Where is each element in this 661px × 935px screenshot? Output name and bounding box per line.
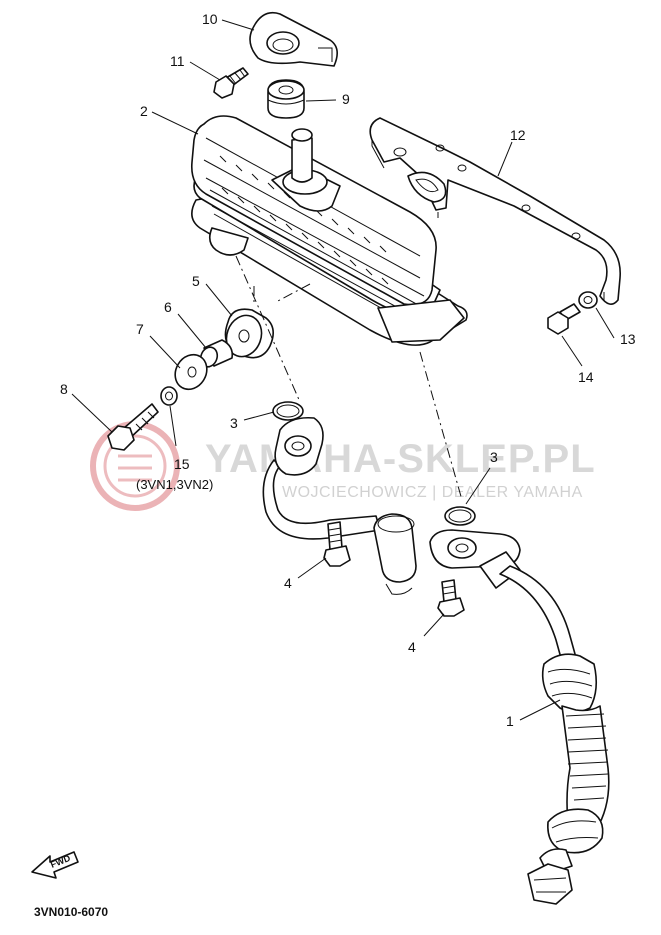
o-ring-part-3-upper [272, 401, 304, 421]
leader-lines [71, 19, 615, 721]
washer-part-13 [578, 291, 598, 309]
callout-6: 6 [164, 299, 172, 315]
grommet-part-9 [267, 79, 305, 119]
watermark-logo [90, 421, 180, 511]
oil-cooler-part-2 [190, 115, 468, 346]
model-applicability-note: (3VN1,3VN2) [136, 477, 213, 492]
callout-3-lower: 3 [490, 449, 498, 465]
callout-10: 10 [202, 11, 218, 27]
callout-11: 11 [170, 53, 185, 69]
callout-7: 7 [136, 321, 144, 337]
diagram-code: 3VN010-6070 [34, 905, 108, 919]
washer-part-7 [174, 353, 208, 391]
oil-hose-part-1 [429, 529, 610, 905]
bolt-part-8 [107, 403, 159, 451]
bolt-part-4-right [437, 579, 465, 617]
callout-3-upper: 3 [230, 415, 238, 431]
callout-4-right: 4 [408, 639, 416, 655]
bolt-part-4-left [323, 521, 351, 567]
callout-13: 13 [620, 331, 636, 347]
watermark: YAMAHA-SKLEP.PL WOJCIECHOWICZ | DEALER Y… [90, 421, 596, 511]
callout-8: 8 [60, 381, 68, 397]
callout-5: 5 [192, 273, 200, 289]
bracket-part-12 [369, 117, 621, 305]
forward-direction-arrow: FWD [31, 851, 79, 879]
callout-labels: 10 11 9 2 12 13 14 5 6 7 8 3 3 15 (3VN1,… [60, 11, 636, 729]
callout-15: 15 [174, 456, 190, 472]
watermark-title: YAMAHA-SKLEP.PL [205, 437, 596, 481]
bracket-part-10 [249, 11, 338, 67]
callout-14: 14 [578, 369, 594, 385]
bolt-part-11 [213, 67, 249, 99]
assembly-alignment-lines [235, 255, 463, 501]
callout-2: 2 [140, 103, 148, 119]
watermark-subtitle: WOJCIECHOWICZ | DEALER YAMAHA [282, 484, 583, 501]
callout-1: 1 [506, 713, 514, 729]
callout-4-left: 4 [284, 575, 292, 591]
bolt-part-14 [547, 303, 581, 335]
callout-9: 9 [342, 91, 350, 107]
washer-part-15 [160, 386, 178, 406]
callout-12: 12 [510, 127, 526, 143]
oil-pipe-upper-fitting [262, 416, 417, 595]
o-ring-part-3-lower [444, 506, 476, 526]
